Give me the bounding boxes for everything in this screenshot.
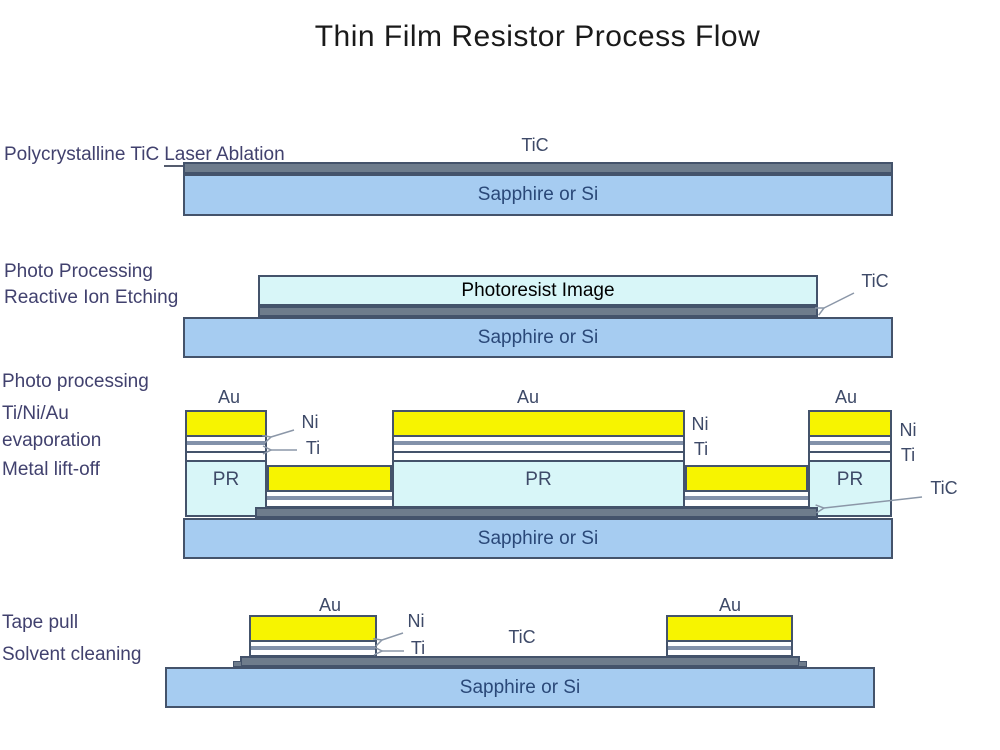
stage2-substrate-label: Sapphire or Si: [477, 326, 599, 348]
stage4-right-ni-layer: [668, 642, 791, 657]
stage2-process-line2: Reactive Ion Etching: [4, 287, 179, 308]
stage3-left-ti-layer: [187, 453, 265, 462]
stage3-center-au-layer: [394, 410, 683, 437]
stage2-tic-layer: [258, 306, 818, 317]
stage3-gap-left-ni-layer: [267, 492, 392, 508]
stage4-process-line2: Solvent cleaning: [2, 644, 142, 665]
stage3-center-pr-label: PR: [525, 469, 552, 490]
stage3-ti-label-center: Ti: [693, 439, 709, 459]
stage1-tic-label: TiC: [521, 135, 549, 155]
stage3-right-ni-layer: [810, 437, 890, 453]
stage3-left-pr-label: PR: [212, 469, 240, 490]
page-title: Thin Film Resistor Process Flow: [314, 20, 761, 53]
stage3-ni-callout-left: Ni: [301, 412, 319, 432]
stage3-left-pr-layer: PR: [187, 462, 265, 515]
stage4-ni-callout-label: Ni: [407, 611, 425, 631]
stage3-ti-callout-left: Ti: [305, 438, 321, 458]
stage4-right-au-layer: [668, 615, 791, 642]
stage1-substrate-label: Sapphire or Si: [477, 184, 599, 205]
stage3-gap-left-au-layer: [267, 465, 392, 492]
stage3-gap-right-ni-layer: [685, 492, 808, 508]
stage1-process-label-prefix: Polycrystalline TiC: [4, 144, 160, 165]
stage2-tic-arrow: [824, 292, 855, 308]
stage3-process-line3: evaporation: [2, 430, 102, 451]
stage4-tic-step-left: [233, 661, 242, 667]
stage3-substrate-label: Sapphire or Si: [477, 527, 599, 549]
stage3-column-left: PR: [185, 410, 267, 517]
stage3-tic-callout-label: TiC: [930, 478, 958, 498]
stage3-au-label-center: Au: [516, 387, 540, 407]
stage3-right-ti-layer: [810, 453, 890, 462]
stage1-substrate: Sapphire or Si: [183, 174, 893, 216]
stage3-gap-right-au-layer: [685, 465, 808, 492]
stage3-center-pr-layer: PR: [394, 462, 683, 506]
stage1-tic-layer: [183, 162, 893, 174]
stage2-substrate: Sapphire or Si: [183, 317, 893, 358]
stage4-left-ni-layer: [251, 642, 375, 657]
stage3-process-line2: Ti/Ni/Au: [2, 403, 69, 424]
stage4-substrate-label: Sapphire or Si: [459, 676, 581, 698]
stage1-process-label-underlined: Laser Ablation: [164, 144, 285, 167]
stage3-center-ti-layer: [394, 453, 683, 462]
stage3-au-label-right: Au: [834, 387, 858, 407]
stage3-left-ni-layer: [187, 437, 265, 453]
stage3-ni-label-center: Ni: [691, 414, 709, 434]
stage4-au-label-left: Au: [318, 595, 342, 615]
stage3-process-line4: Metal lift-off: [2, 459, 100, 480]
stage3-center-ni-layer: [394, 437, 683, 453]
stage2-tic-callout-label: TiC: [861, 271, 889, 291]
stage3-right-pr-label: PR: [836, 469, 864, 490]
stage4-process-line1: Tape pull: [2, 612, 79, 633]
stage4-tic-layer: [240, 656, 800, 667]
stage4-tic-step-right: [798, 661, 807, 667]
stage3-substrate: Sapphire or Si: [183, 518, 893, 559]
stage3-tic-layer: [255, 507, 818, 518]
stage4-tic-label: TiC: [508, 627, 536, 647]
stage3-column-center: PR: [392, 410, 685, 508]
stage4-au-label-right: Au: [718, 595, 742, 615]
stage4-substrate: Sapphire or Si: [165, 667, 875, 708]
stage2-photoresist-label: Photoresist Image: [461, 279, 615, 301]
stage3-right-pr-layer: PR: [810, 462, 890, 515]
stage3-ti-label-right: Ti: [900, 445, 916, 465]
stage3-ni-label-right: Ni: [899, 420, 917, 440]
stage4-left-au-layer: [251, 615, 375, 642]
stage3-column-right: PR: [808, 410, 892, 517]
stage3-left-au-layer: [187, 410, 265, 437]
stage3-au-label-left: Au: [217, 387, 241, 407]
stage2-process-line1: Photo Processing: [4, 261, 153, 282]
stage3-process-line1: Photo processing: [2, 371, 149, 392]
stage3-right-au-layer: [810, 410, 890, 437]
stage2-photoresist-layer: Photoresist Image: [258, 275, 818, 306]
stage4-ti-callout-label: Ti: [410, 638, 426, 658]
